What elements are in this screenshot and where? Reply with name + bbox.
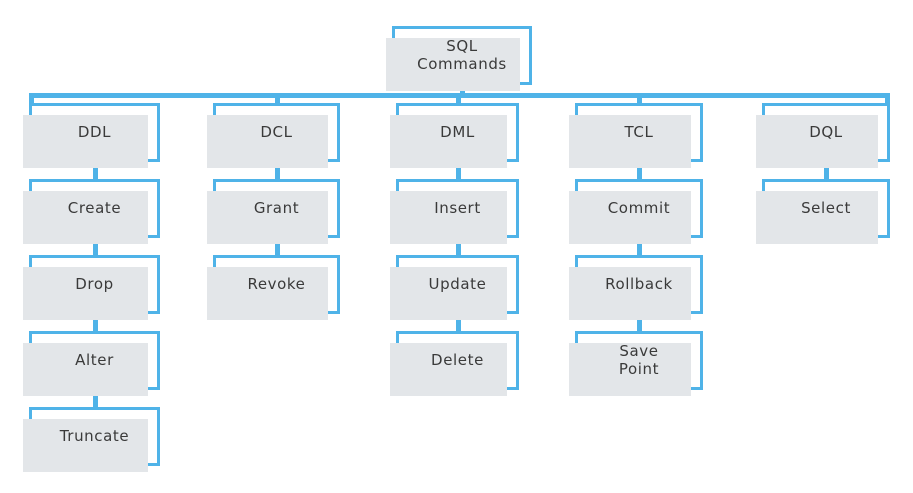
link-dml-update bbox=[455, 236, 461, 258]
node-grant[interactable]: Grant bbox=[207, 179, 340, 244]
node-grant-label: Grant bbox=[253, 198, 300, 217]
node-create[interactable]: Create bbox=[23, 179, 160, 244]
node-revoke[interactable]: Revoke bbox=[207, 255, 340, 320]
node-truncate[interactable]: Truncate bbox=[23, 407, 160, 472]
node-tcl-label: TCL bbox=[624, 122, 654, 141]
node-alter-label: Alter bbox=[75, 350, 114, 369]
link-ddl-create bbox=[92, 160, 98, 182]
node-rollback[interactable]: Rollback bbox=[569, 255, 703, 320]
node-select[interactable]: Select bbox=[756, 179, 890, 244]
node-update[interactable]: Update bbox=[390, 255, 519, 320]
node-dcl-label: DCL bbox=[260, 122, 293, 141]
node-sql-commands[interactable]: SQL Commands bbox=[386, 26, 532, 91]
link-dql-select bbox=[824, 160, 829, 182]
bus-drop-ddl bbox=[29, 93, 34, 106]
node-drop-label: Drop bbox=[75, 274, 114, 293]
node-commit[interactable]: Commit bbox=[569, 179, 703, 244]
bus-drop-dql bbox=[885, 93, 890, 106]
bus-drop-dml bbox=[455, 93, 461, 106]
root-stem bbox=[460, 85, 465, 98]
node-dml[interactable]: DML bbox=[390, 103, 519, 168]
node-rollback-label: Rollback bbox=[605, 274, 673, 293]
node-alter[interactable]: Alter bbox=[23, 331, 160, 396]
node-dql-label: DQL bbox=[809, 122, 843, 141]
link-dcl-grant bbox=[274, 160, 280, 182]
node-save-point[interactable]: Save Point bbox=[569, 331, 703, 396]
link-ddl-drop bbox=[92, 236, 98, 258]
link-dml-delete bbox=[455, 312, 461, 334]
node-ddl-label: DDL bbox=[77, 122, 112, 141]
link-tcl-save-point bbox=[637, 312, 642, 334]
link-ddl-truncate bbox=[92, 388, 98, 410]
node-select-label: Select bbox=[801, 198, 851, 217]
node-insert-label: Insert bbox=[434, 198, 481, 217]
node-sql-commands-label: SQL Commands bbox=[417, 36, 507, 73]
node-dcl[interactable]: DCL bbox=[207, 103, 340, 168]
node-save-point-label: Save Point bbox=[618, 341, 660, 378]
node-update-label: Update bbox=[428, 274, 487, 293]
node-tcl[interactable]: TCL bbox=[569, 103, 703, 168]
node-dql[interactable]: DQL bbox=[756, 103, 890, 168]
node-dml-label: DML bbox=[440, 122, 475, 141]
node-truncate-label: Truncate bbox=[59, 426, 130, 445]
link-ddl-alter bbox=[92, 312, 98, 334]
node-insert[interactable]: Insert bbox=[390, 179, 519, 244]
node-drop[interactable]: Drop bbox=[23, 255, 160, 320]
node-delete[interactable]: Delete bbox=[390, 331, 519, 396]
link-tcl-rollback bbox=[637, 236, 642, 258]
node-create-label: Create bbox=[67, 198, 122, 217]
node-ddl[interactable]: DDL bbox=[23, 103, 160, 168]
link-dcl-revoke bbox=[274, 236, 280, 258]
node-commit-label: Commit bbox=[607, 198, 671, 217]
link-tcl-commit bbox=[637, 160, 642, 182]
bus-drop-tcl bbox=[637, 93, 642, 106]
link-dml-insert bbox=[455, 160, 461, 182]
bus-drop-dcl bbox=[274, 93, 280, 106]
node-delete-label: Delete bbox=[431, 350, 484, 369]
node-revoke-label: Revoke bbox=[247, 274, 306, 293]
